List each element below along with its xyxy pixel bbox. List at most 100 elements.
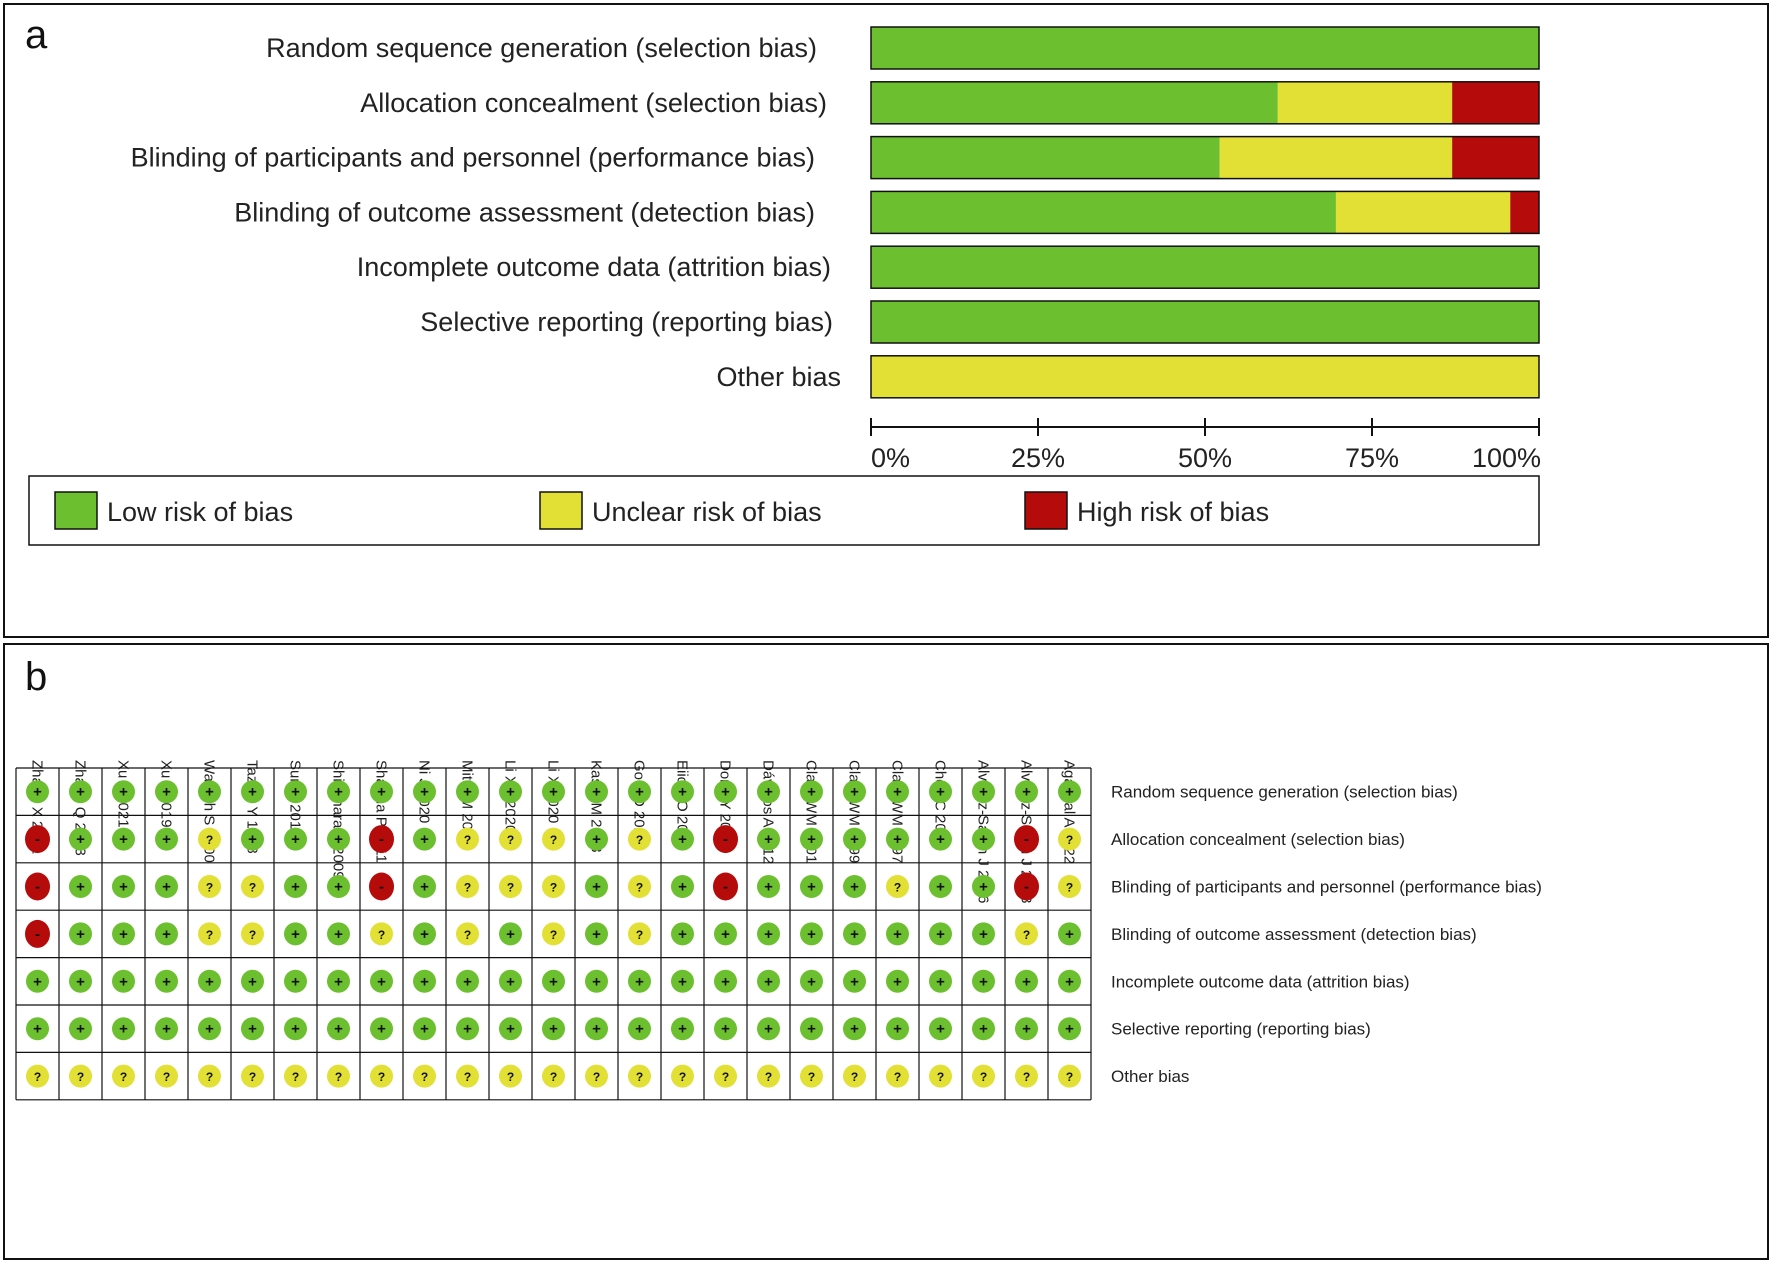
domain-label-other-bias: Other bias	[1111, 1067, 1189, 1086]
judgement-low-xu-j-2019-row-5	[155, 1017, 178, 1041]
bar-low-selective-reporting-reporting-bias	[871, 301, 1539, 343]
judgement-symbol-unclear: ?	[163, 1070, 170, 1084]
judgement-symbol-low: +	[33, 973, 42, 990]
judgement-symbol-low: +	[334, 973, 343, 990]
judgement-symbol-low: +	[119, 879, 128, 896]
risk-of-bias-graph-panel: a Random sequence generation (selection …	[3, 3, 1769, 638]
judgement-unclear-clark-wm-1999-row-6	[843, 1064, 866, 1088]
judgement-symbol-low: +	[205, 784, 214, 801]
judgement-symbol-low: +	[721, 926, 730, 943]
judgement-low-davalos-a-2012-row-4	[757, 969, 780, 993]
judgement-symbol-low: +	[119, 784, 128, 801]
judgement-low-xu-j-2021-row-1	[112, 827, 135, 851]
bar-low-allocation-concealment-selection-bias	[871, 81, 1278, 124]
judgement-symbol-low: +	[850, 926, 859, 943]
judgement-symbol-low: +	[721, 1021, 730, 1038]
judgement-unclear-mitta-m-2012-row-3	[456, 922, 479, 946]
judgement-unclear-warach-s-2000-row-6	[198, 1064, 221, 1088]
judgement-symbol-unclear: ?	[507, 833, 514, 847]
judgement-symbol-low: +	[76, 879, 85, 896]
judgement-symbol-unclear: ?	[593, 1070, 600, 1084]
judgement-unclear-zhang-q-2023-row-6	[69, 1064, 92, 1088]
judgement-symbol-unclear: ?	[77, 1070, 84, 1084]
judgement-symbol-low: +	[764, 879, 773, 896]
judgement-symbol-low: +	[764, 1021, 773, 1038]
judgement-low-clark-wm-1999-row-4	[843, 969, 866, 993]
judgement-symbol-unclear: ?	[464, 833, 471, 847]
judgement-symbol-unclear: ?	[636, 928, 643, 942]
domain-label-allocation-concealment-selection-bias: Allocation concealment (selection bias)	[1111, 830, 1405, 849]
judgement-low-clark-wm-1999-row-2	[843, 875, 866, 898]
judgement-unclear-alvarez-sabin-j-2013-row-6	[1015, 1064, 1038, 1088]
judgement-symbol-low: +	[291, 973, 300, 990]
judgement-low-eiichi-o-2003-row-2	[671, 875, 694, 898]
judgement-symbol-low: +	[592, 926, 601, 943]
judgement-low-clark-wm-1999-row-0	[843, 780, 866, 804]
judgement-low-kaste-m-2013-row-0	[585, 780, 608, 804]
judgement-low-chen-c-2023-row-3	[929, 922, 952, 946]
judgement-symbol-low: +	[506, 926, 515, 943]
judgement-low-eiichi-o-2003-row-0	[671, 780, 694, 804]
judgement-symbol-low: +	[291, 831, 300, 848]
judgement-symbol-low: +	[1065, 784, 1074, 801]
judgement-symbol-low: +	[119, 831, 128, 848]
judgement-low-chen-c-2023-row-0	[929, 780, 952, 804]
judgement-high-alvarez-sabin-j-2013-row-2	[1014, 872, 1039, 901]
judgement-unclear-sharma-p-2011-row-6	[370, 1064, 393, 1088]
judgement-symbol-low: +	[979, 973, 988, 990]
judgement-low-xu-j-2019-row-0	[155, 780, 178, 804]
judgement-unclear-mitta-m-2012-row-1	[456, 827, 479, 851]
judgement-symbol-low: +	[76, 831, 85, 848]
category-label-random-sequence-generation-selection-bias: Random sequence generation (selection bi…	[266, 33, 817, 63]
judgement-low-chen-c-2023-row-2	[929, 875, 952, 898]
judgement-symbol-low: +	[162, 973, 171, 990]
judgement-low-dong-y-2021-row-5	[714, 1017, 737, 1041]
judgement-symbol-high: -	[35, 831, 40, 848]
judgement-unclear-ni-j-2020-row-6	[413, 1064, 436, 1088]
judgement-symbol-low: +	[850, 879, 859, 896]
judgement-symbol-low: +	[893, 831, 902, 848]
judgement-symbol-low: +	[678, 1021, 687, 1038]
judgement-low-goel-d-2024-row-0	[628, 780, 651, 804]
judgement-symbol-unclear: ?	[636, 1070, 643, 1084]
judgement-low-li-xx-2020-row-5	[499, 1017, 522, 1041]
judgement-symbol-low: +	[1065, 926, 1074, 943]
judgement-low-clark-wm-1997-row-4	[886, 969, 909, 993]
judgement-symbol-unclear: ?	[550, 1070, 557, 1084]
judgement-symbol-unclear: ?	[1023, 1070, 1030, 1084]
judgement-low-ni-j-2020-row-1	[413, 827, 436, 851]
bar-outline-random-sequence-generation-selection-bias	[870, 26, 1540, 70]
judgement-low-sun-z-2019-row-4	[284, 969, 307, 993]
judgement-unclear-mitta-m-2012-row-2	[456, 875, 479, 898]
judgement-low-dong-y-2021-row-4	[714, 969, 737, 993]
judgement-low-li-xx-2020-row-3	[499, 922, 522, 946]
judgement-symbol-low: +	[635, 973, 644, 990]
judgement-high-zhang-x-2021-row-3	[25, 919, 50, 948]
judgement-low-dong-y-2021-row-3	[714, 922, 737, 946]
judgement-unclear-zhang-x-2021-row-6	[26, 1064, 49, 1088]
judgement-low-xu-j-2021-row-2	[112, 875, 135, 898]
judgement-symbol-high: -	[723, 831, 728, 848]
risk-of-bias-bar-chart: Random sequence generation (selection bi…	[28, 26, 1541, 546]
judgement-symbol-high: -	[35, 926, 40, 943]
judgement-low-tazaki-y-1988-row-5	[241, 1017, 264, 1041]
judgement-low-clark-wm-2001-row-4	[800, 969, 823, 993]
judgement-symbol-unclear: ?	[550, 881, 557, 895]
judgement-symbol-low: +	[119, 1021, 128, 1038]
bar-outline-blinding-of-outcome-assessment-detection-bias	[870, 190, 1540, 235]
judgement-symbol-low: +	[807, 973, 816, 990]
judgement-symbol-low: +	[850, 973, 859, 990]
judgement-low-clark-wm-2001-row-2	[800, 875, 823, 898]
judgement-unclear-li-xx-2020-row-6	[499, 1064, 522, 1088]
judgement-low-goel-d-2024-row-4	[628, 969, 651, 993]
judgement-symbol-low: +	[420, 879, 429, 896]
judgement-high-alvarez-sabin-j-2013-row-1	[1014, 825, 1039, 854]
judgement-symbol-low: +	[248, 1021, 257, 1038]
bar-unclear-blinding-of-outcome-assessment-detection-bias	[1335, 191, 1511, 234]
judgement-low-xu-j-2019-row-1	[155, 827, 178, 851]
judgement-symbol-unclear: ?	[292, 1070, 299, 1084]
judgement-unclear-warach-s-2000-row-2	[198, 875, 221, 898]
judgement-symbol-low: +	[162, 926, 171, 943]
judgement-symbol-low: +	[248, 784, 257, 801]
judgement-symbol-low: +	[979, 1021, 988, 1038]
